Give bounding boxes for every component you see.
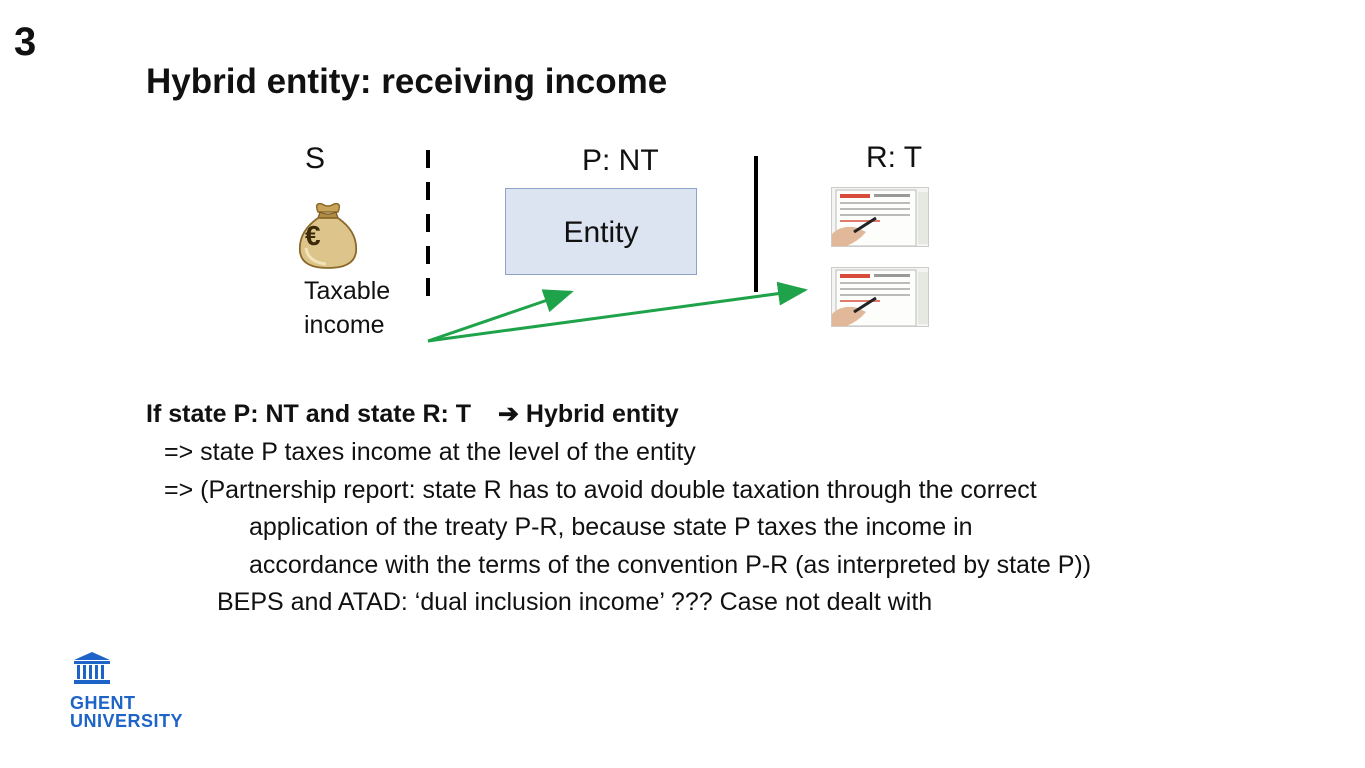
- text-line-5: accordance with the terms of the convent…: [249, 551, 1092, 579]
- taxable-income-label: Taxable income: [304, 274, 390, 342]
- entity-label: Entity: [563, 216, 639, 249]
- logo-line-ghent: GHENT: [70, 693, 136, 713]
- slide-number: 3: [14, 20, 37, 64]
- university-building-icon: [74, 652, 110, 684]
- arrow-to-entity: [427, 289, 574, 343]
- taxable-income-line2: income: [304, 311, 385, 339]
- money-bag-icon: [298, 202, 358, 269]
- text-line-6: BEPS and ATAD: ‘dual inclusion income’ ?…: [217, 588, 933, 616]
- conclusion-condition: If state P: NT and state R: T: [146, 400, 472, 428]
- arrow-to-state-r: [427, 281, 808, 343]
- right-arrow-icon: ➔: [498, 400, 519, 428]
- conclusion-result: Hybrid entity: [525, 400, 679, 428]
- slide-title: Hybrid entity: receiving income: [146, 62, 668, 101]
- state-p-label: P: NT: [582, 144, 659, 177]
- text-line-4: application of the treaty P-R, because s…: [249, 513, 973, 541]
- tax-form-image-top: [831, 187, 929, 247]
- entity-box: [505, 188, 697, 275]
- state-r-label: R: T: [866, 141, 923, 174]
- tax-form-image-bottom: [831, 267, 929, 327]
- text-line-3: => (Partnership report: state R has to a…: [164, 476, 1037, 504]
- taxable-income-line1: Taxable: [304, 277, 391, 305]
- state-s-label: S: [305, 142, 326, 175]
- logo-line-university: UNIVERSITY: [70, 711, 184, 731]
- text-line-2: => state P taxes income at the level of …: [164, 438, 696, 466]
- conclusion-line: If state P: NT and state R: T ➔ Hybrid e…: [146, 402, 679, 427]
- university-logo-text: GHENT UNIVERSITY: [70, 694, 183, 730]
- euro-symbol: €: [305, 220, 321, 251]
